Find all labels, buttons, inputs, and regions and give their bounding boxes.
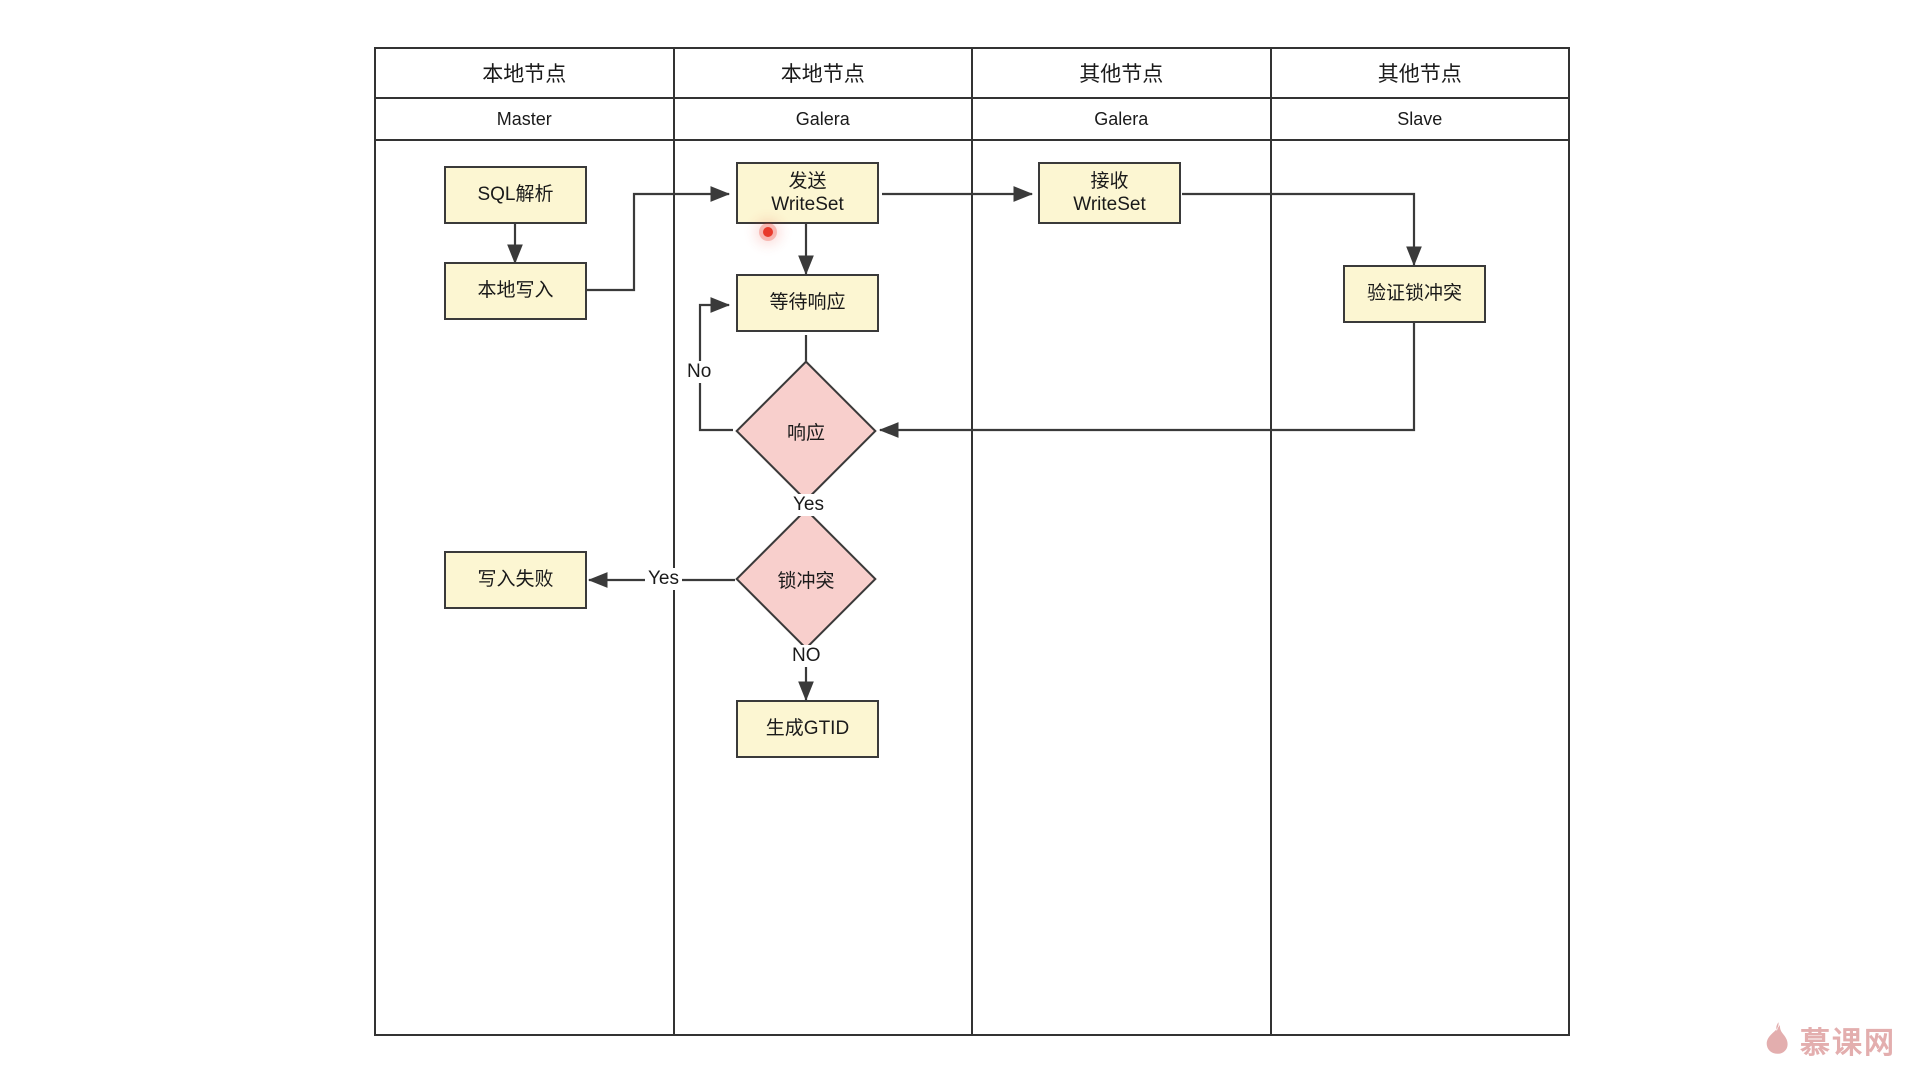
node-label: 锁冲突 — [777, 570, 835, 592]
lane-header-2: 其他节点 — [973, 49, 1272, 97]
lane-header-0: 本地节点 — [376, 49, 675, 97]
node-label: 验证锁冲突 — [1366, 283, 1462, 305]
lane-role-2: Galera — [973, 99, 1272, 139]
node-sql-parse[interactable]: SQL解析 — [444, 166, 587, 224]
cursor-click-indicator — [763, 227, 773, 237]
node-label-line2: WriteSet — [771, 194, 844, 215]
node-label: 生成GTID — [765, 718, 850, 740]
node-label-line1: 发送 — [788, 170, 827, 192]
lane-column-galera-other — [973, 141, 1272, 1034]
node-label: SQL解析 — [477, 184, 554, 206]
swimlane-header-row: 本地节点 本地节点 其他节点 其他节点 — [376, 49, 1568, 99]
node-wait-response[interactable]: 等待响应 — [736, 274, 879, 332]
watermark: 慕课网 — [1762, 1018, 1896, 1062]
flame-icon — [1762, 1021, 1792, 1060]
node-label-line2: WriteSet — [1073, 194, 1146, 215]
edge-label-lock-yes: Yes — [645, 568, 682, 590]
node-generate-gtid[interactable]: 生成GTID — [736, 700, 879, 758]
edge-label-resp-no: No — [684, 361, 715, 383]
lane-role-1: Galera — [675, 99, 973, 139]
node-receive-writeset[interactable]: 接收 WriteSet — [1038, 162, 1181, 224]
node-response-decision[interactable]: 响应 — [735, 360, 877, 502]
node-local-write[interactable]: 本地写入 — [444, 262, 587, 320]
node-send-writeset[interactable]: 发送 WriteSet — [736, 162, 879, 224]
lane-role-0: Master — [376, 99, 675, 139]
watermark-text: 慕课网 — [1800, 1027, 1896, 1060]
node-label-line1: 接收 — [1090, 170, 1129, 192]
lane-role-3: Slave — [1397, 108, 1443, 129]
edge-label-lock-no: NO — [789, 645, 824, 667]
node-lock-conflict-decision[interactable]: 锁冲突 — [735, 508, 877, 650]
node-write-fail[interactable]: 写入失败 — [444, 551, 587, 609]
node-label: 写入失败 — [477, 569, 554, 591]
swimlane-subheader-row: Master Galera Galera Slave — [376, 99, 1568, 141]
node-label: 本地写入 — [477, 280, 554, 302]
lane-column-galera-local — [675, 141, 973, 1034]
lane-header-3: 其他节点 — [1377, 63, 1462, 86]
node-verify-lock-conflict[interactable]: 验证锁冲突 — [1343, 265, 1486, 323]
node-label: 等待响应 — [769, 292, 846, 314]
lane-header-1: 本地节点 — [675, 49, 973, 97]
edge-label-resp-yes: Yes — [790, 494, 827, 516]
node-label: 响应 — [786, 422, 825, 444]
